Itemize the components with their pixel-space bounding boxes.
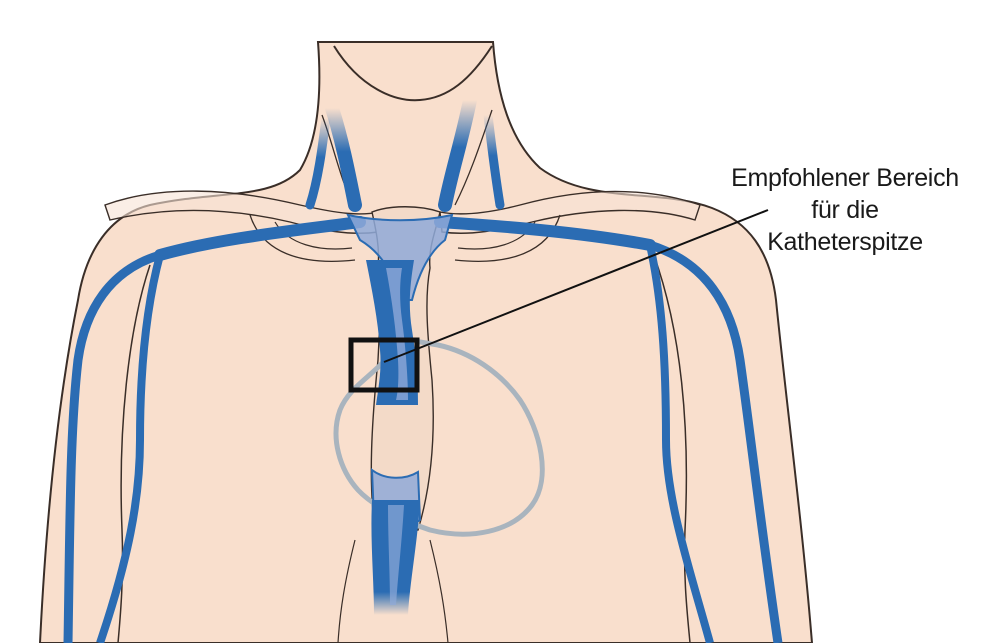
catheter-tip-callout: Empfohlener Bereich für die Katheterspit… — [700, 162, 990, 258]
lower-torso-line-left — [337, 539, 356, 643]
arm-vein-left-outer — [63, 250, 162, 643]
inferior-vena-cava-highlight — [388, 505, 404, 605]
catheter-tip-target-box — [348, 337, 420, 393]
callout-line-2: für die — [811, 196, 879, 224]
arm-line-left — [117, 264, 151, 643]
heart-outline — [333, 335, 545, 537]
callout-leader-line — [383, 209, 769, 363]
subclavian-vein-right — [434, 216, 656, 251]
arm-vein-right-inner — [646, 244, 714, 643]
callout-line-3: Katheterspitze — [767, 228, 923, 256]
first-rib-left — [249, 214, 356, 262]
external-jugular-right — [483, 110, 505, 210]
internal-jugular-left — [325, 101, 362, 212]
superior-vena-cava-highlight — [386, 268, 408, 400]
arm-vein-left-inner — [96, 253, 164, 643]
external-jugular-left — [305, 113, 331, 210]
internal-jugular-right — [438, 93, 477, 212]
arm-vein-right-outer — [648, 240, 783, 643]
chin-line — [333, 45, 493, 102]
arm-line-right — [651, 249, 691, 643]
callout-line-1: Empfohlener Bereich — [731, 164, 959, 192]
subclavian-vein-left — [154, 216, 366, 261]
lower-torso-line-right — [429, 539, 449, 643]
